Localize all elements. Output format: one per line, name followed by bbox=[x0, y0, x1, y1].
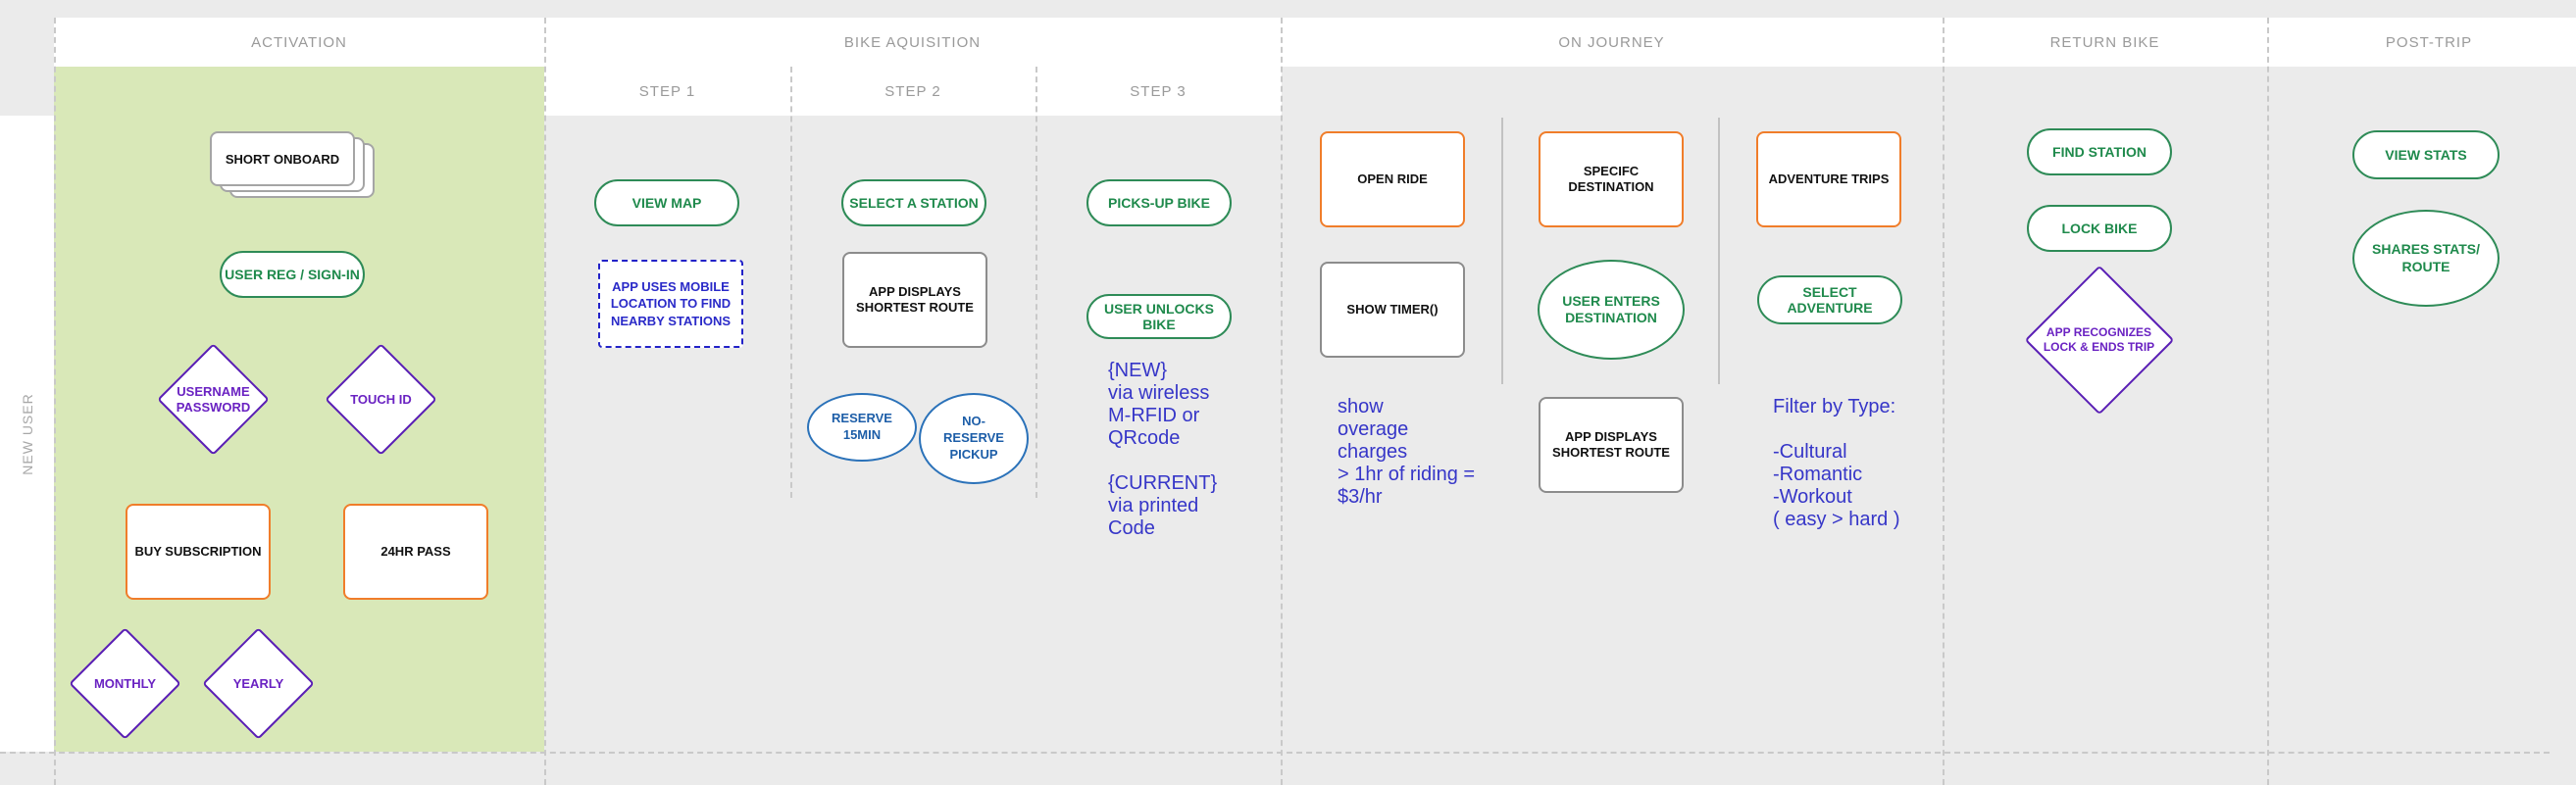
touch-id-diamond[interactable]: TOUCH ID bbox=[325, 343, 437, 456]
shares-stats-route-circle[interactable]: SHARES STATS/ ROUTE bbox=[2352, 210, 2500, 307]
diamond-label: APP RECOGNIZES LOCK & ENDS TRIP bbox=[2043, 325, 2155, 354]
user-unlocks-bike-pill[interactable]: USER UNLOCKS BIKE bbox=[1086, 294, 1232, 339]
find-station-pill[interactable]: FIND STATION bbox=[2027, 128, 2172, 175]
step-header-band bbox=[544, 67, 1282, 116]
phase-header-on-journey: ON JOURNEY bbox=[1558, 33, 1665, 51]
phase-header-activation: ACTIVATION bbox=[251, 33, 347, 51]
diamond-label: USERNAME PASSWORD bbox=[176, 383, 251, 415]
24hr-pass-box[interactable]: 24HR PASS bbox=[343, 504, 488, 600]
lane-label-new-user: NEW USER bbox=[20, 393, 35, 475]
open-ride-box[interactable]: OPEN RIDE bbox=[1320, 131, 1465, 227]
diamond-label: TOUCH ID bbox=[350, 391, 412, 407]
buy-subscription-box[interactable]: BUY SUBSCRIPTION bbox=[126, 504, 271, 600]
lane-label-area bbox=[0, 116, 54, 752]
divider-step1-step2 bbox=[790, 67, 792, 498]
overage-charges-note: show overage charges > 1hr of riding = $… bbox=[1338, 396, 1476, 508]
show-timer-box[interactable]: SHOW TIMER() bbox=[1320, 262, 1465, 358]
picks-up-bike-pill[interactable]: PICKS-UP BIKE bbox=[1086, 179, 1232, 226]
divider-step2-step3 bbox=[1035, 67, 1037, 498]
filter-by-type-note: Filter by Type: -Cultural -Romantic -Wor… bbox=[1773, 396, 1900, 530]
short-onboard-card[interactable]: SHORT ONBOARD bbox=[210, 131, 355, 186]
user-enters-destination-circle[interactable]: USER ENTERS DESTINATION bbox=[1538, 260, 1685, 360]
app-uses-mobile-location-box[interactable]: APP USES MOBILE LOCATION TO FIND NEARBY … bbox=[598, 260, 743, 348]
select-adventure-pill[interactable]: SELECT ADVENTURE bbox=[1757, 275, 1902, 324]
diamond-label: MONTHLY bbox=[93, 675, 157, 691]
username-password-diamond[interactable]: USERNAME PASSWORD bbox=[157, 343, 270, 456]
monthly-diamond[interactable]: MONTHLY bbox=[69, 627, 181, 740]
user-reg-sign-in-pill[interactable]: USER REG / SIGN-IN bbox=[220, 251, 365, 298]
phase-header-bike-aquisition: BIKE AQUISITION bbox=[843, 33, 982, 51]
step-header-1: STEP 1 bbox=[638, 82, 696, 100]
no-reserve-pickup-ellipse[interactable]: NO- RESERVE PICKUP bbox=[919, 393, 1029, 484]
divider-return-posttrip bbox=[2267, 18, 2269, 785]
divider-journey-return bbox=[1943, 18, 1945, 785]
diamond-label: YEARLY bbox=[232, 675, 284, 691]
app-recognizes-lock-diamond[interactable]: APP RECOGNIZES LOCK & ENDS TRIP bbox=[2024, 265, 2174, 415]
step2-app-displays-route-box[interactable]: APP DISPLAYS SHORTEST ROUTE bbox=[842, 252, 987, 348]
yearly-diamond[interactable]: YEARLY bbox=[202, 627, 315, 740]
unlock-method-note: {NEW} via wireless M-RFID or QRcode {CUR… bbox=[1108, 360, 1218, 539]
journey-separator-1 bbox=[1501, 118, 1503, 384]
divider-activation-left bbox=[54, 18, 56, 785]
phase-header-post-trip: POST-TRIP bbox=[2385, 33, 2473, 51]
adventure-trips-box[interactable]: ADVENTURE TRIPS bbox=[1756, 131, 1901, 227]
specific-destination-box[interactable]: SPECIFC DESTINATION bbox=[1539, 131, 1684, 227]
divider-activation-aquisition bbox=[544, 18, 546, 785]
select-a-station-pill[interactable]: SELECT A STATION bbox=[841, 179, 986, 226]
lock-bike-pill[interactable]: LOCK BIKE bbox=[2027, 205, 2172, 252]
divider-aquisition-journey bbox=[1281, 18, 1283, 785]
step-header-3: STEP 3 bbox=[1130, 82, 1187, 100]
view-map-pill[interactable]: VIEW MAP bbox=[594, 179, 739, 226]
journey-app-displays-route-box[interactable]: APP DISPLAYS SHORTEST ROUTE bbox=[1539, 397, 1684, 493]
step-header-2: STEP 2 bbox=[884, 82, 941, 100]
reserve-15min-ellipse[interactable]: RESERVE 15MIN bbox=[807, 393, 917, 462]
lane-bottom-divider bbox=[0, 752, 2550, 754]
journey-separator-2 bbox=[1718, 118, 1720, 384]
phase-header-band bbox=[54, 18, 2576, 67]
phase-header-return-bike: RETURN BIKE bbox=[2049, 33, 2160, 51]
view-stats-pill[interactable]: VIEW STATS bbox=[2352, 130, 2500, 179]
